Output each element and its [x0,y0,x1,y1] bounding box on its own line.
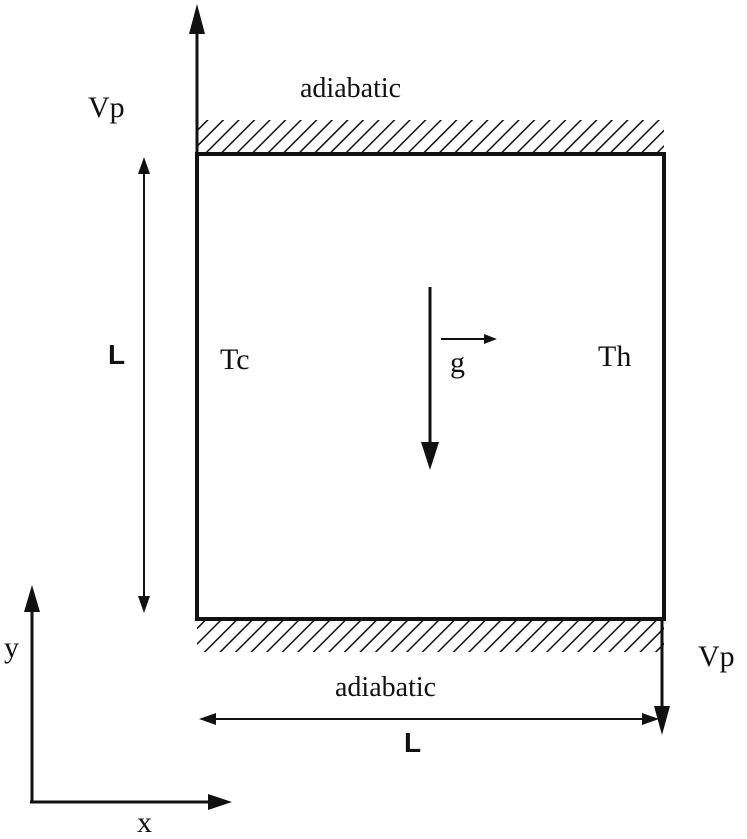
vp-left-label: Vp [88,91,125,124]
horizontal-dimension-arrow [199,713,659,725]
left-wall-velocity-arrow [189,4,205,154]
y-axis [24,585,40,803]
adiabatic-top-label: adiabatic [300,73,401,104]
gravity-label: g [450,346,465,379]
right-wall-velocity-arrow [654,619,670,735]
hot-wall-temperature-label: Th [598,340,631,373]
vertical-length-label: L [108,339,125,370]
x-axis [30,794,232,810]
top-wall-hatching [197,120,664,154]
y-axis-label: y [4,631,19,664]
horizontal-length-label: L [404,727,421,758]
bottom-wall-hatching [197,619,664,652]
cold-wall-temperature-label: Tc [220,343,250,376]
vertical-dimension-arrow [138,157,150,613]
vp-right-label: Vp [698,640,735,673]
gravity-vector-symbol-arrow [441,334,497,344]
adiabatic-bottom-label: adiabatic [335,672,436,703]
gravity-arrow [421,287,439,470]
x-axis-label: x [137,806,152,839]
